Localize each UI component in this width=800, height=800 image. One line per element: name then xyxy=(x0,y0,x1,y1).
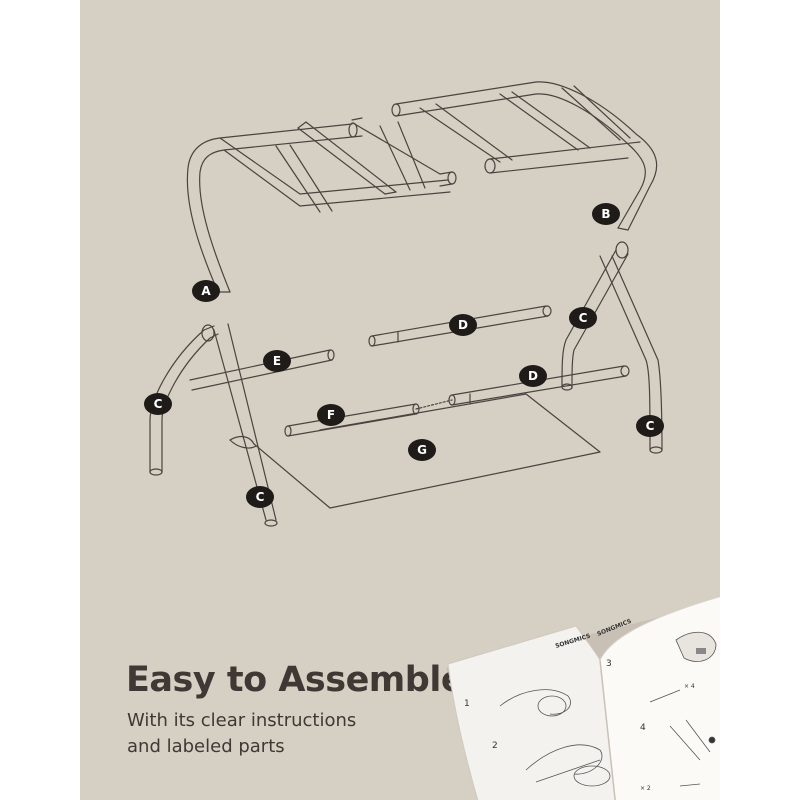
label-c-right-top: C xyxy=(569,307,597,329)
booklet-qty-1: × 4 xyxy=(684,683,695,690)
label-e: E xyxy=(263,350,291,372)
label-e-text: E xyxy=(273,354,281,368)
label-g-text: G xyxy=(417,443,427,457)
instruction-booklet: SONGMICS SONGMICS 1 2 3 4 × 4 × 2 xyxy=(446,596,720,800)
label-c-right-top-text: C xyxy=(579,311,588,325)
booklet-step-2: 2 xyxy=(492,741,498,751)
label-g: G xyxy=(408,439,436,461)
label-a: A xyxy=(192,280,220,302)
right-legs xyxy=(561,241,663,454)
page-subtitle: With its clear instructions and labeled … xyxy=(127,708,427,760)
booklet-step-4: 4 xyxy=(640,723,646,733)
label-b: B xyxy=(592,203,620,225)
part-g-shelf xyxy=(229,393,601,509)
label-f: F xyxy=(317,404,345,426)
booklet-left-page xyxy=(447,625,616,800)
label-c-bottom-text: C xyxy=(256,490,265,504)
booklet-step-3: 3 xyxy=(606,659,612,669)
label-c-right-bottom-text: C xyxy=(646,419,655,433)
part-a-frame xyxy=(186,117,457,293)
product-panel: A B C C C C D xyxy=(80,0,720,800)
booklet-illustrations xyxy=(499,631,717,787)
label-d-lower-text: D xyxy=(528,369,538,383)
label-a-text: A xyxy=(201,284,211,298)
label-d-upper: D xyxy=(449,314,477,336)
label-c-right-bottom: C xyxy=(636,415,664,437)
assembly-diagram: A B C C C C D xyxy=(144,81,664,527)
subtitle-line-1: With its clear instructions xyxy=(127,710,357,731)
booklet-step-1: 1 xyxy=(464,699,470,709)
part-b-frame xyxy=(391,81,658,231)
label-d-lower: D xyxy=(519,365,547,387)
subtitle-line-2: and labeled parts xyxy=(127,736,285,757)
part-labels: A B C C C C D xyxy=(144,203,664,508)
label-b-text: B xyxy=(601,207,610,221)
label-d-upper-text: D xyxy=(458,318,468,332)
label-c-bottom: C xyxy=(246,486,274,508)
label-f-text: F xyxy=(327,408,335,422)
page-heading: Easy to Assemble xyxy=(126,660,465,700)
booklet-qty-2: × 2 xyxy=(640,785,651,792)
label-c-left-text: C xyxy=(154,397,163,411)
label-c-left: C xyxy=(144,393,172,415)
